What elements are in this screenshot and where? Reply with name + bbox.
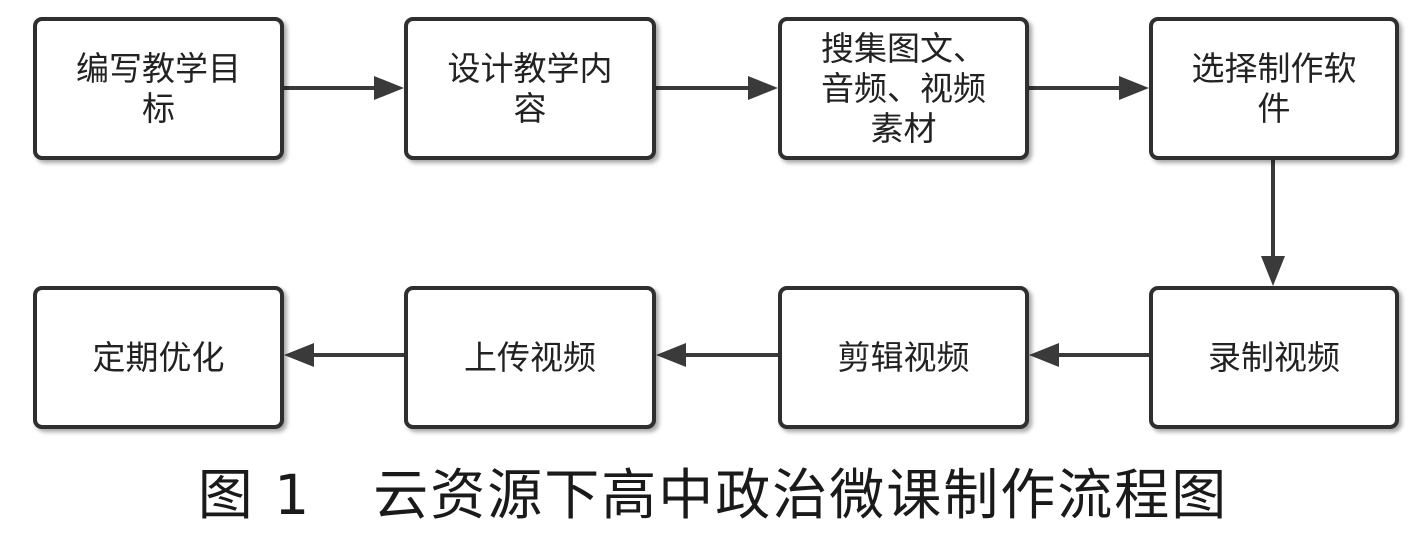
node-record-video: 录制视频	[1149, 286, 1399, 429]
node-edit-video: 剪辑视频	[778, 286, 1029, 429]
node-label: 设计教学内容	[447, 48, 613, 128]
node-label: 上传视频	[464, 337, 596, 377]
node-label: 选择制作软件	[1191, 48, 1357, 128]
arrowhead-7	[284, 343, 314, 367]
arrowhead-2	[748, 76, 778, 100]
figure-caption: 图 1 云资源下高中政治微课制作流程图	[0, 450, 1426, 530]
node-label: 定期优化	[92, 337, 225, 377]
node-label: 录制视频	[1208, 337, 1340, 377]
arrowhead-3	[1119, 76, 1149, 100]
node-label: 搜集图文、音频、视频素材	[821, 28, 986, 148]
node-label: 编写教学目标	[76, 48, 241, 128]
arrowhead-5	[1029, 343, 1059, 367]
node-collect-materials: 搜集图文、音频、视频素材	[778, 17, 1029, 160]
node-write-objectives: 编写教学目标	[33, 17, 284, 160]
node-design-content: 设计教学内容	[404, 17, 656, 160]
figure-title: 云资源下高中政治微课制作流程图	[373, 463, 1229, 527]
figure-number: 图 1	[197, 463, 312, 527]
node-upload-video: 上传视频	[404, 286, 656, 429]
arrowhead-1	[374, 76, 404, 100]
node-regular-optimization: 定期优化	[33, 286, 284, 429]
node-choose-software: 选择制作软件	[1149, 17, 1399, 160]
arrowhead-4	[1261, 256, 1285, 286]
arrowhead-6	[656, 343, 686, 367]
node-label: 剪辑视频	[837, 337, 970, 377]
